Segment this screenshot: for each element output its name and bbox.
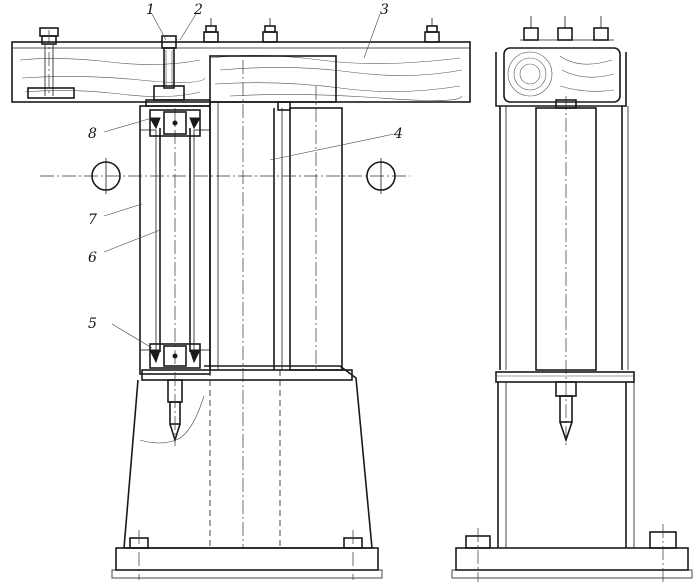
horizontal-centerline — [40, 158, 410, 194]
callout-labels: 1 2 3 4 5 6 7 8 — [88, 2, 403, 332]
pedestal-base — [111, 365, 383, 580]
side-view — [451, 16, 693, 582]
leader-lines — [103, 13, 395, 349]
column-housing — [139, 105, 211, 375]
front-view — [11, 13, 471, 580]
callout-8: 8 — [88, 126, 97, 142]
side-base — [451, 382, 693, 582]
central-frame — [209, 55, 343, 548]
callout-7: 7 — [88, 212, 97, 228]
callout-6: 6 — [88, 250, 97, 266]
callout-3: 3 — [380, 2, 389, 18]
side-top-beam — [495, 16, 627, 107]
callout-1: 1 — [146, 2, 155, 18]
lower-spindle — [141, 369, 353, 446]
top-wooden-beam — [11, 18, 471, 103]
callout-4: 4 — [393, 126, 403, 142]
side-frame — [495, 96, 635, 448]
callout-2: 2 — [193, 2, 203, 18]
callout-5: 5 — [88, 316, 97, 332]
